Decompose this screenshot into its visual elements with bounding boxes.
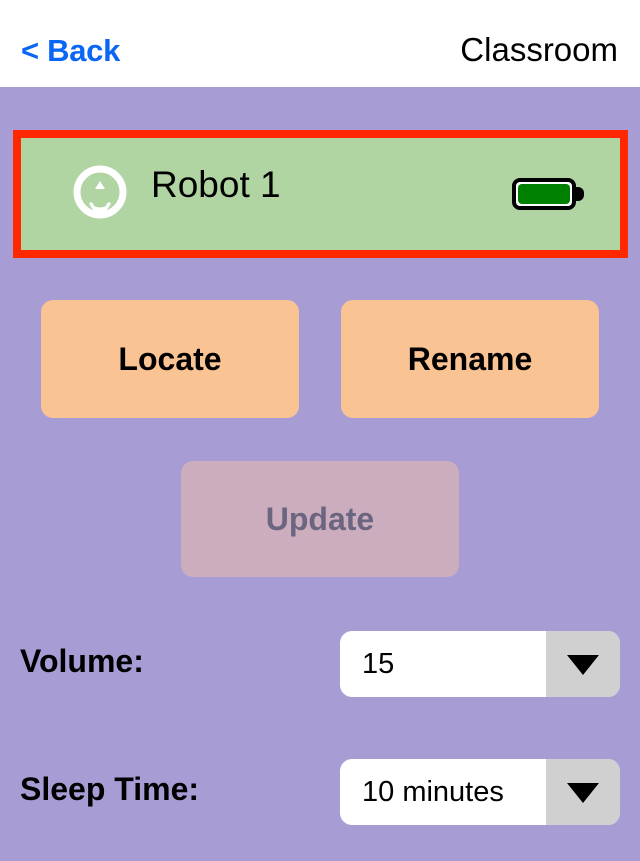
robot-circle-icon (73, 165, 127, 219)
navigation-bar: < Back Classroom (0, 0, 640, 87)
sleep-time-select[interactable]: 10 minutes (340, 759, 620, 825)
sleep-time-select-value: 10 minutes (362, 759, 546, 825)
battery-cap (574, 187, 584, 201)
chevron-down-icon (567, 783, 599, 803)
locate-button[interactable]: Locate (41, 300, 299, 418)
sleep-time-label: Sleep Time: (20, 771, 200, 807)
volume-select[interactable]: 15 (340, 631, 620, 697)
chevron-down-icon (567, 655, 599, 675)
update-button: Update (181, 461, 459, 577)
battery-fill (518, 184, 570, 204)
sleep-time-select-arrow[interactable] (546, 759, 620, 825)
volume-label: Volume: (20, 643, 144, 679)
robot-card-body: Robot 1 (21, 138, 620, 250)
robot-card-selected[interactable]: Robot 1 (13, 130, 628, 258)
setting-row-volume: Volume: 15 (0, 631, 640, 697)
page-title: Classroom (460, 31, 618, 68)
battery-full-icon (512, 178, 584, 210)
volume-select-arrow[interactable] (546, 631, 620, 697)
robot-name-label: Robot 1 (151, 164, 281, 205)
battery-body (512, 178, 576, 210)
setting-row-sleep-time: Sleep Time: 10 minutes (0, 759, 640, 825)
rename-button[interactable]: Rename (341, 300, 599, 418)
volume-select-value: 15 (362, 631, 546, 697)
back-button[interactable]: < Back (21, 33, 121, 68)
